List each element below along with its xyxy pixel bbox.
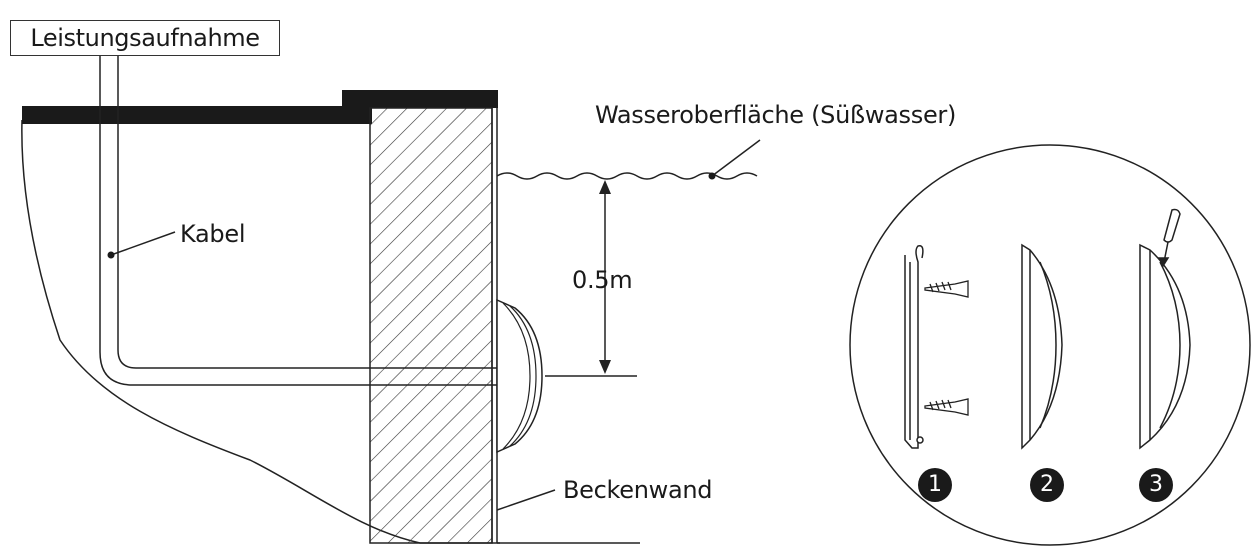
depth-label: 0.5m [572,266,633,294]
lamp-side-icon [1021,243,1063,450]
pool-wall-label: Beckenwand [563,476,713,504]
screw-icon [924,398,969,416]
step-2-badge: 2 [1030,468,1064,502]
deck-slab-right [342,90,498,108]
lamp-screwdriver-icon [1139,208,1191,450]
wall-leader [496,489,556,511]
ground-outline [21,119,500,544]
cable-conduit [99,56,497,386]
cable-conduit-inner [117,56,497,369]
mounting-bracket-icon [904,245,924,449]
pool-wall-hatched [369,107,493,544]
pool-lamp [496,298,543,454]
cable-leader [110,231,176,256]
power-supply-label: Leistungsaufnahme [10,20,280,56]
water-surface-wave [496,172,758,180]
screw-icon [924,280,969,298]
step-3-badge: 3 [1139,468,1173,502]
deck-slab-left [22,106,372,124]
cable-label: Kabel [180,220,246,248]
water-leader [711,139,761,177]
water-surface-label: Wasseroberfläche (Süßwasser) [595,101,957,129]
step-1-badge: 1 [918,468,952,502]
